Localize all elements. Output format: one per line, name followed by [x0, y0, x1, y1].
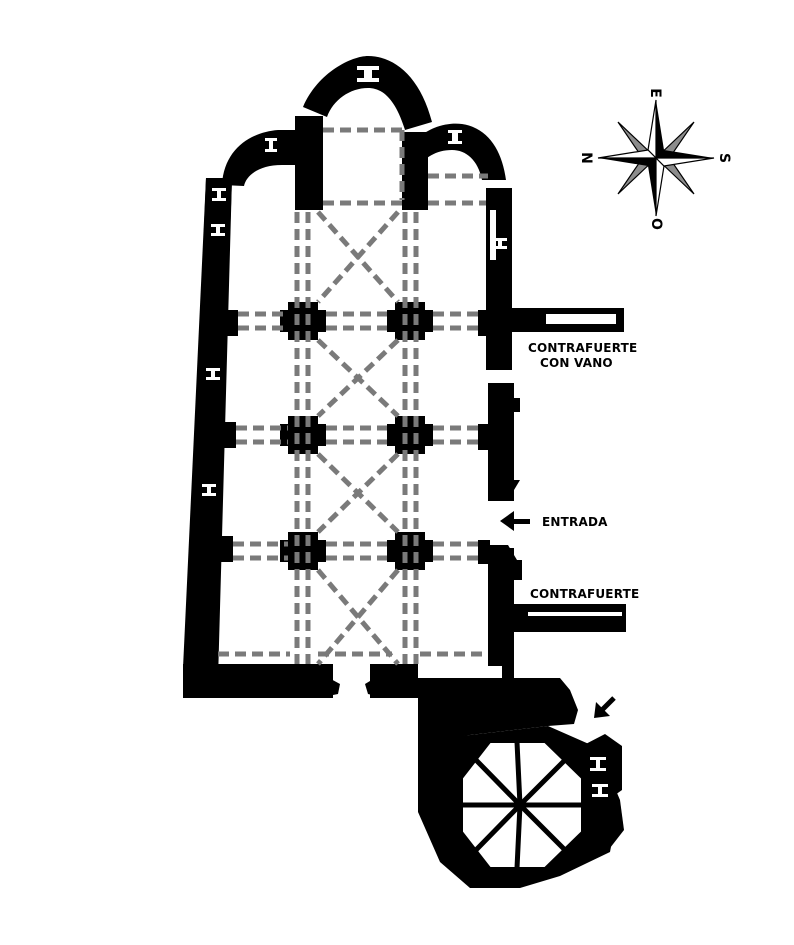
north-apse: [222, 130, 298, 186]
buttress-opening: [546, 314, 616, 324]
vault-rib: [517, 802, 568, 853]
window-slit: [493, 238, 507, 249]
stair-turret-lower: [590, 800, 624, 848]
window-slit: [448, 130, 462, 144]
annex-block: [418, 664, 578, 740]
buttress-with-opening-label: CONTRAFUERTE CON VANO: [528, 341, 637, 371]
respond-south: [478, 424, 490, 450]
compass-north-label: N: [577, 152, 594, 164]
entrance-jamb-bottom: [488, 545, 520, 565]
south-wall-projection-2: [512, 560, 522, 580]
buttress: [500, 604, 626, 632]
respond-north: [224, 310, 238, 336]
diagonal-rib: [316, 452, 400, 534]
compass-point-left: [597, 149, 658, 159]
vault-rib: [514, 802, 523, 871]
vault-rib: [514, 739, 523, 808]
south-apse: [405, 123, 506, 180]
window-slit: [592, 784, 608, 797]
window-openings: [202, 66, 622, 797]
nave-pier: [280, 416, 326, 454]
compass-point-down-light: [655, 156, 665, 217]
window-slit: [202, 484, 216, 496]
west-wall-north-part: [183, 664, 333, 698]
south-wall-upper: [486, 188, 512, 370]
entrance-jamb-top: [488, 480, 520, 500]
compass-point-down: [648, 158, 656, 216]
respond-north: [222, 422, 236, 448]
vault-rib: [473, 802, 523, 853]
compass-point-right-dark: [656, 150, 714, 158]
pier-apse-north: [295, 116, 323, 210]
compass-rose: [597, 99, 715, 217]
west-door-jamb-right: [365, 672, 385, 698]
buttress-groove: [528, 612, 622, 616]
tower-vault: [459, 739, 585, 871]
nave-pier: [387, 302, 433, 340]
diagonal-rib: [316, 210, 400, 304]
tower-entrance-arrow: [594, 696, 616, 718]
respond-south: [478, 540, 490, 564]
entrance-label: ENTRADA: [542, 515, 608, 529]
diagonal-rib: [316, 568, 400, 666]
vault-rib: [473, 757, 523, 808]
window-slit: [211, 224, 225, 236]
west-door-jamb-left: [318, 672, 340, 698]
window-slit: [212, 188, 226, 201]
respond-south: [478, 310, 490, 336]
window-slit: [590, 757, 606, 771]
north-wall-body: [183, 178, 232, 668]
compass-point-right: [654, 157, 715, 167]
vault-rib: [517, 757, 568, 808]
compass-point-up-light: [647, 99, 657, 160]
nave-pier: [280, 532, 326, 570]
respond-north: [219, 536, 233, 562]
compass-point-left-dark: [598, 158, 656, 166]
pier-apse-south: [402, 132, 428, 210]
nave-pier: [280, 302, 326, 340]
compass-west-label: O: [647, 218, 664, 230]
window-slit: [357, 66, 379, 82]
window-slit: [265, 138, 277, 152]
nave-pier: [387, 532, 433, 570]
diagonal-rib: [316, 338, 400, 418]
compass-south-label: S: [716, 152, 733, 164]
compass-point-up: [656, 100, 664, 158]
window-slit: [490, 210, 496, 260]
window-slit: [206, 368, 220, 380]
nave-pier: [387, 416, 433, 454]
vault-ribs: [218, 127, 488, 666]
buttress-label: CONTRAFUERTE: [530, 587, 640, 601]
buttress-with-opening-label-line1: CONTRAFUERTE: [528, 341, 638, 355]
entrance-arrow: [500, 511, 530, 531]
central-apse: [303, 56, 432, 130]
compass-east-label: E: [646, 88, 663, 98]
south-wall-projection-1: [512, 398, 520, 412]
nave-piers: [280, 302, 433, 570]
buttress-with-opening-label-line2: CON VANO: [540, 356, 613, 370]
